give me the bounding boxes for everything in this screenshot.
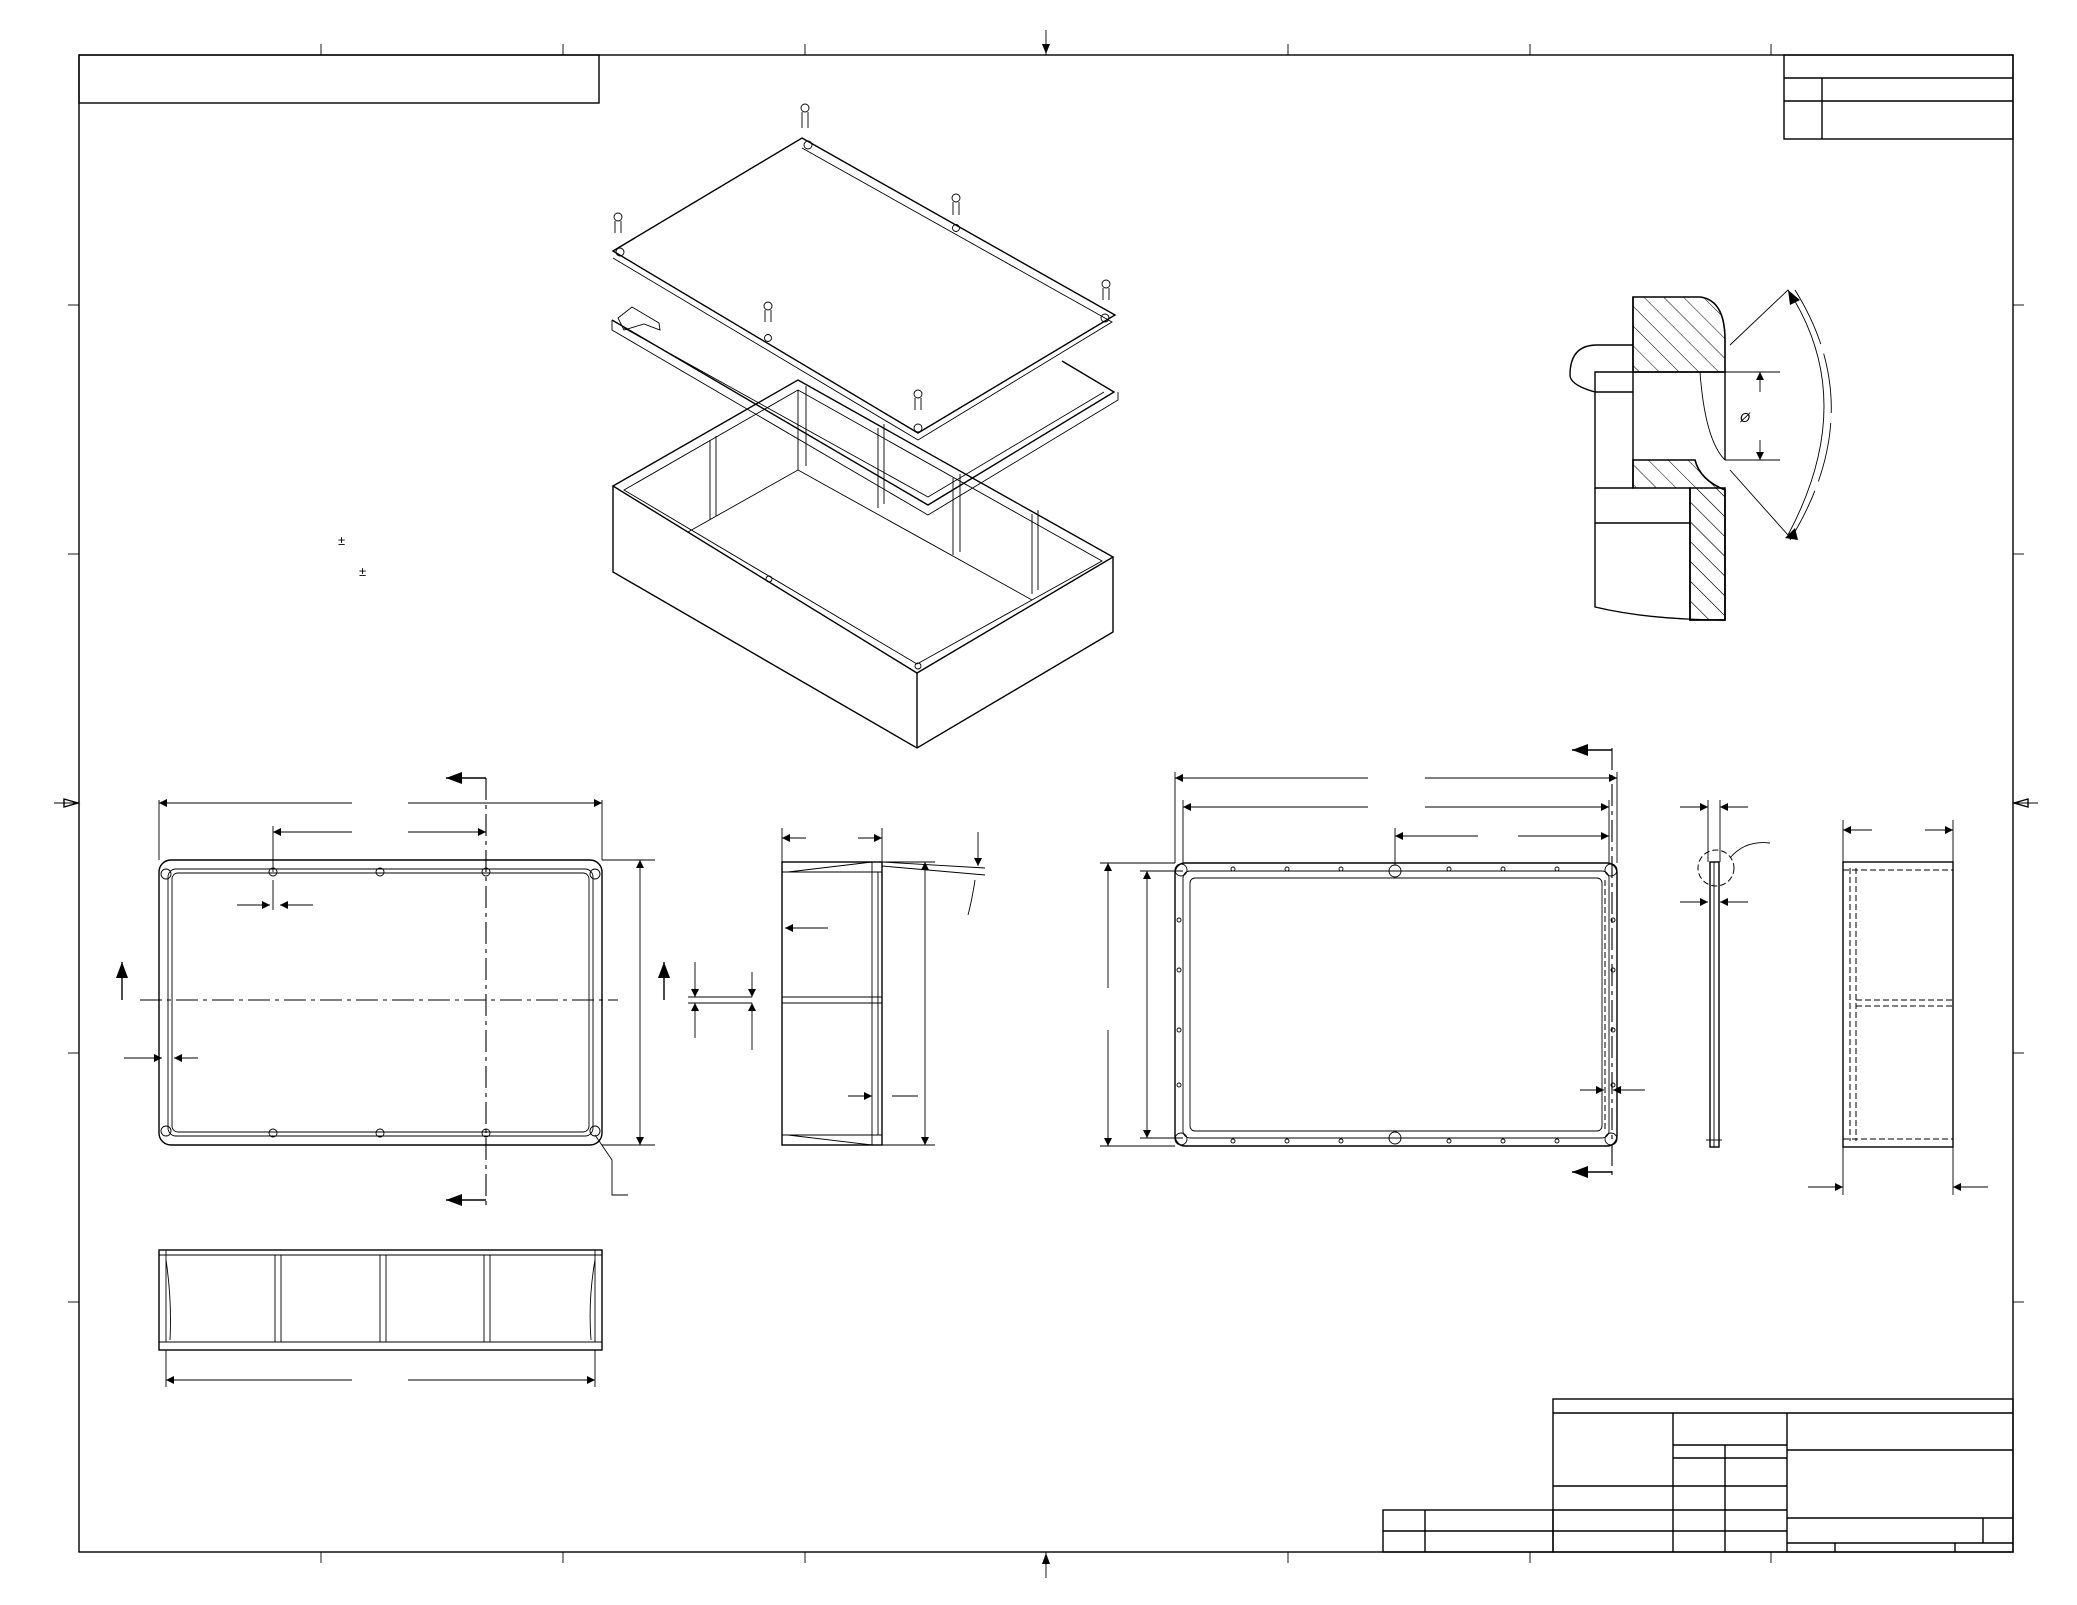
drawing-border <box>68 44 2024 1563</box>
isometric-exploded-view <box>611 103 1119 749</box>
gasket <box>611 306 1119 516</box>
arrow-triangle-icon <box>2011 798 2038 808</box>
bottom-section-view <box>158 1249 603 1387</box>
revision-block <box>1783 54 2014 140</box>
top-left-note-box <box>78 54 600 104</box>
top-plan-view <box>1100 744 1645 1178</box>
tolerance-symbol-2: ± <box>359 564 366 579</box>
arrow-triangle-icon <box>1042 1552 1050 1578</box>
arrow-triangle-icon <box>1042 30 1050 55</box>
screw <box>613 212 623 233</box>
screw <box>951 193 961 215</box>
right-side-view <box>1808 820 1988 1195</box>
section-detail: Ø <box>1569 289 1832 621</box>
narrow-side-view <box>1680 800 1771 1148</box>
lid <box>611 137 1117 441</box>
screw <box>800 103 810 128</box>
title-block <box>1382 1398 2014 1553</box>
centering-marks <box>54 30 2038 1578</box>
side-section-view <box>688 828 986 1146</box>
screw <box>913 389 923 410</box>
enclosure-body <box>611 379 1115 749</box>
screw <box>1101 279 1111 300</box>
diameter-symbol: Ø <box>1739 410 1751 425</box>
screw <box>763 301 773 322</box>
tolerance-symbol-1: ± <box>338 533 345 548</box>
arrow-triangle-icon <box>54 798 81 808</box>
front-view-left <box>116 772 670 1206</box>
